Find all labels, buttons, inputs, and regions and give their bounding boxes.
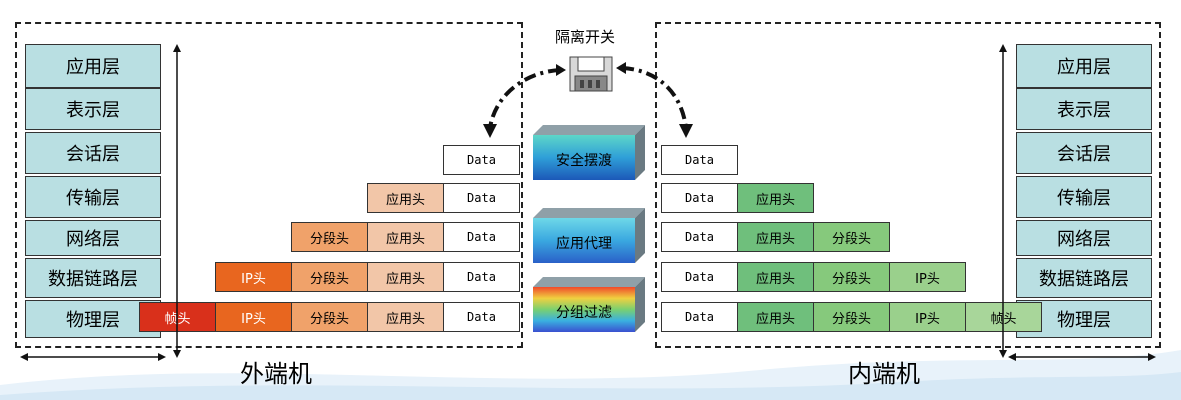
switch-to-inner-arrow bbox=[616, 62, 693, 138]
right-layer-6: 数据链路层 bbox=[1016, 258, 1152, 298]
right-layer-2: 表示层 bbox=[1016, 88, 1152, 130]
left-header-cell: 应用头 bbox=[367, 222, 444, 252]
right-data-cell: Data bbox=[661, 302, 738, 332]
left-layer-5: 网络层 bbox=[25, 220, 161, 256]
module-box-proxy bbox=[533, 208, 645, 263]
module-box-ferry bbox=[533, 125, 645, 180]
right-header-cell: IP头 bbox=[889, 262, 966, 292]
left-vertical-arrow bbox=[173, 44, 181, 358]
left-header-cell: 应用头 bbox=[367, 302, 444, 332]
inner-machine-frame bbox=[655, 22, 1161, 348]
module-label-proxy: 应用代理 bbox=[556, 236, 612, 252]
right-data-cell: Data bbox=[661, 145, 738, 175]
left-layer-1: 应用层 bbox=[25, 44, 161, 88]
right-header-cell: 应用头 bbox=[737, 262, 814, 292]
right-vertical-arrow bbox=[999, 44, 1007, 358]
left-layer-2: 表示层 bbox=[25, 88, 161, 130]
outer-machine-label: 外端机 bbox=[240, 360, 312, 388]
module-label-ferry: 安全摆渡 bbox=[556, 153, 612, 169]
left-header-cell: 分段头 bbox=[291, 302, 368, 332]
right-data-cell: Data bbox=[661, 222, 738, 252]
left-data-cell: Data bbox=[443, 183, 520, 213]
left-data-cell: Data bbox=[443, 145, 520, 175]
right-header-cell: 应用头 bbox=[737, 222, 814, 252]
right-data-cell: Data bbox=[661, 183, 738, 213]
left-header-cell: IP头 bbox=[215, 262, 292, 292]
left-layer-3: 会话层 bbox=[25, 132, 161, 174]
isolation-switch-icon bbox=[569, 56, 613, 92]
left-data-cell: Data bbox=[443, 302, 520, 332]
right-header-cell: 应用头 bbox=[737, 183, 814, 213]
isolation-switch-label: 隔离开关 bbox=[555, 28, 616, 46]
left-header-cell: 应用头 bbox=[367, 262, 444, 292]
right-header-cell: 分段头 bbox=[813, 262, 890, 292]
left-data-cell: Data bbox=[443, 262, 520, 292]
left-header-cell: 应用头 bbox=[367, 183, 444, 213]
right-layer-4: 传输层 bbox=[1016, 176, 1152, 218]
module-label-filter: 分组过滤 bbox=[556, 305, 612, 321]
left-header-cell: 分段头 bbox=[291, 222, 368, 252]
left-layer-6: 数据链路层 bbox=[25, 258, 161, 298]
inner-machine-label: 内端机 bbox=[848, 360, 920, 388]
module-box-filter bbox=[533, 277, 645, 332]
right-header-cell: 分段头 bbox=[813, 222, 890, 252]
switch-to-outer-arrow bbox=[483, 64, 566, 138]
right-horizontal-arrow bbox=[1008, 353, 1156, 361]
left-horizontal-arrow bbox=[20, 353, 166, 361]
right-data-cell: Data bbox=[661, 262, 738, 292]
left-layer-7: 物理层 bbox=[25, 300, 161, 338]
left-header-cell: IP头 bbox=[215, 302, 292, 332]
right-layer-5: 网络层 bbox=[1016, 220, 1152, 256]
left-layer-4: 传输层 bbox=[25, 176, 161, 218]
right-layer-1: 应用层 bbox=[1016, 44, 1152, 88]
left-data-cell: Data bbox=[443, 222, 520, 252]
right-layer-3: 会话层 bbox=[1016, 132, 1152, 174]
outer-machine-frame bbox=[15, 22, 523, 348]
